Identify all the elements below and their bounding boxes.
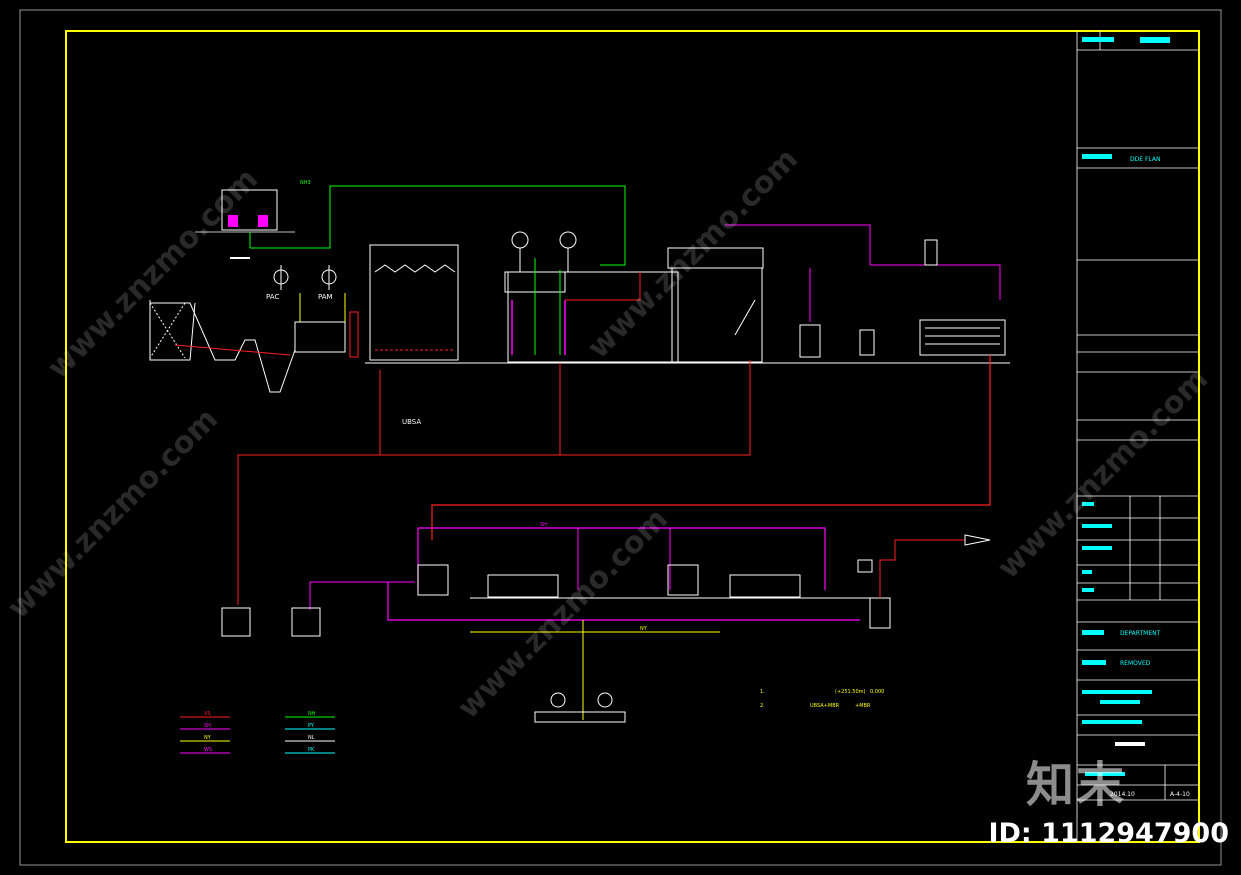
- sludge-header: [237, 360, 751, 605]
- pam-label: PAM: [318, 293, 333, 301]
- project-name: REMOVED: [1120, 660, 1151, 667]
- ny-label: NY: [640, 626, 648, 632]
- outer-border: [19, 9, 1222, 866]
- design-code: DDE FLAN: [1130, 156, 1160, 163]
- watermark: www.znzmo.com www.znzmo.com www.znzmo.co…: [1, 142, 1215, 726]
- inlet-channel: [149, 300, 296, 393]
- legend-left-3: WS: [204, 747, 212, 753]
- sh-return-line: [417, 527, 826, 590]
- effluent-line: [431, 355, 991, 540]
- client-name: DEPARTMENT: [1120, 630, 1161, 637]
- mbr-tank: [667, 224, 1001, 363]
- legend-left-1: SH: [204, 723, 211, 729]
- note-1-level: (+251.50m): [835, 689, 866, 695]
- ubsa-tank: [369, 244, 459, 361]
- ubsa-label: UBSA: [402, 418, 421, 426]
- pump-house: [195, 189, 295, 259]
- ro-membrane-unit: [799, 239, 1006, 358]
- sheet-number: A-4-10: [1170, 791, 1190, 798]
- watermark-text-4: www.znzmo.com: [1, 402, 225, 626]
- znzmo-logo: 知末: [1025, 757, 1126, 813]
- nh3-label: NH3: [300, 180, 311, 186]
- note-2-proc: UBSA+MBR: [810, 703, 840, 709]
- gas-line: [250, 185, 626, 266]
- note-2: 2.: [760, 703, 765, 709]
- note-1: 1.: [760, 689, 765, 695]
- legend-left-2: NY: [204, 735, 212, 741]
- legend: XS SH NY WS NH PY NL PK: [180, 711, 335, 754]
- image-id: ID: 1112947900: [988, 818, 1229, 849]
- anoxic-aerobic-tanks: [504, 231, 679, 363]
- title-block-text: DDE FLAN DEPARTMENT REMOVED 2014.10 A-4-…: [1082, 37, 1190, 798]
- legend-left-0: XS: [204, 711, 211, 717]
- bottom-dosing: [534, 692, 626, 723]
- sheet-date: 2014.10: [1110, 791, 1135, 798]
- title-block: [1076, 31, 1199, 842]
- note-1-zero: 0.000: [870, 689, 884, 695]
- pac-pam-dosing: PAC PAM: [266, 265, 359, 358]
- legend-right-3: PK: [308, 747, 315, 753]
- note-2-tail: +MBR: [855, 703, 871, 709]
- notes: 1. (+251.50m) 0.000 2. UBSA+MBR +MBR: [760, 689, 884, 709]
- drawing-frame: [65, 30, 1200, 843]
- watermark-text-2: www.znzmo.com: [581, 142, 805, 366]
- outflow-arrow: [964, 534, 991, 546]
- legend-right-2: NL: [308, 735, 315, 741]
- sh-label: SH: [540, 522, 547, 528]
- watermark-text-3: www.znzmo.com: [451, 502, 675, 726]
- legend-right-1: PY: [308, 723, 315, 729]
- pac-label: PAC: [266, 293, 279, 301]
- watermark-text-5: www.znzmo.com: [991, 362, 1215, 586]
- legend-right-0: NH: [308, 711, 316, 717]
- watermark-text-1: www.znzmo.com: [41, 162, 265, 386]
